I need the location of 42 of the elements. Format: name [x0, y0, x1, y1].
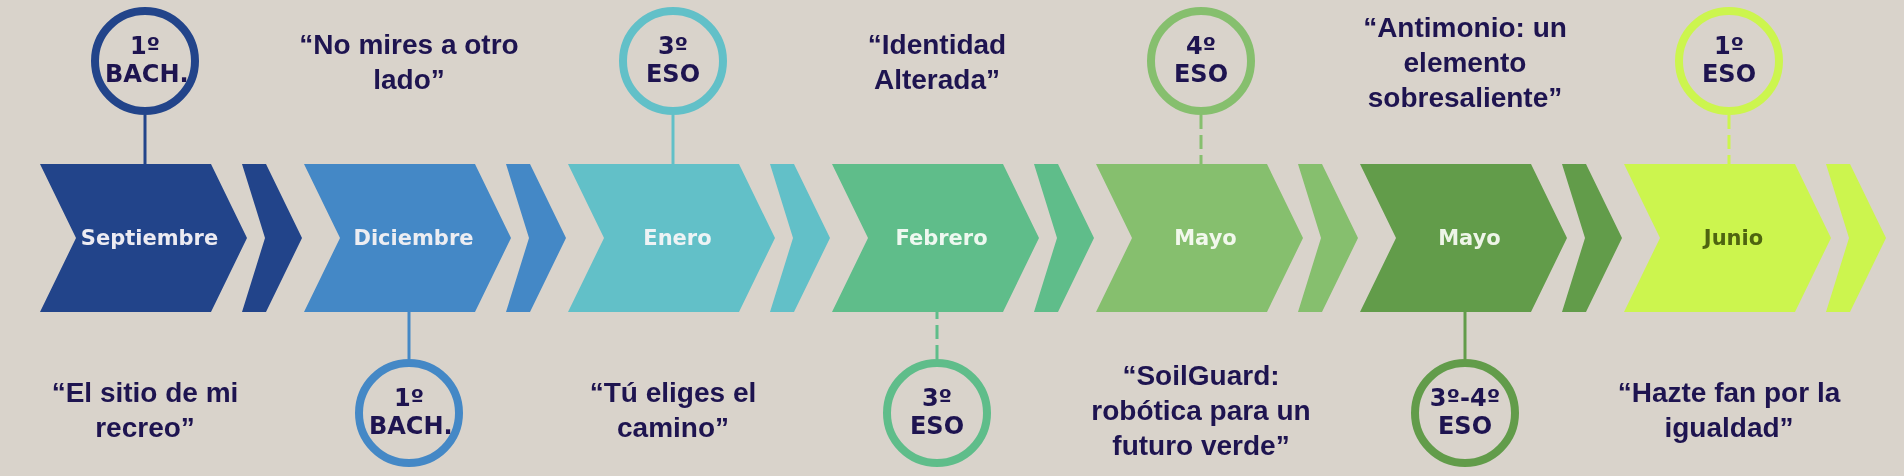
- project-title: “No mires a otro lado”: [298, 28, 520, 97]
- project-title: “Antimonio: un elemento sobresaliente”: [1362, 11, 1568, 115]
- project-title: “SoilGuard: robótica para un futuro verde”: [1090, 359, 1312, 463]
- month-label: Mayo: [1173, 226, 1237, 250]
- chevron-arrow: [1034, 164, 1094, 312]
- month-label: Diciembre: [352, 226, 474, 250]
- grade-label: 3º ESO: [644, 33, 702, 89]
- chevron-arrow: [1562, 164, 1622, 312]
- chevron-arrow: [506, 164, 566, 312]
- month-label: Junio: [1701, 226, 1764, 250]
- grade-label: 1º ESO: [1700, 33, 1758, 89]
- grade-circle: [1411, 359, 1519, 467]
- grade-circle: [91, 7, 199, 115]
- chevron-arrow: [1298, 164, 1358, 312]
- grade-label: 3º ESO: [908, 385, 966, 441]
- chevron-arrow: [1826, 164, 1886, 312]
- connector-line: [407, 312, 411, 359]
- grade-circle: [1147, 7, 1255, 115]
- project-title: “Tú eliges el camino”: [588, 376, 758, 445]
- grade-label: 1º BACH.: [369, 385, 449, 441]
- grade-circle: [883, 359, 991, 467]
- connector-line: [1199, 115, 1203, 164]
- grade-circle: [619, 7, 727, 115]
- grade-label: 1º BACH.: [105, 33, 185, 89]
- grade-circle: [1675, 7, 1783, 115]
- month-label: Febrero: [894, 226, 988, 250]
- connector-line: [1463, 312, 1467, 359]
- connector-line: [143, 115, 147, 164]
- chevron-arrow: [242, 164, 302, 312]
- grade-circle: [355, 359, 463, 467]
- month-label: Septiembre: [79, 226, 219, 250]
- grade-label: 3º-4º ESO: [1428, 385, 1502, 441]
- chevron-arrow: [770, 164, 830, 312]
- month-label: Mayo: [1437, 226, 1501, 250]
- project-title: “El sitio de mi recreo”: [50, 376, 240, 445]
- project-title: “Identidad Alterada”: [866, 28, 1008, 97]
- connector-line: [671, 115, 675, 164]
- project-title: “Hazte fan por la igualdad”: [1616, 376, 1842, 445]
- connector-line: [1727, 115, 1731, 164]
- connector-line: [935, 312, 939, 359]
- month-label: Enero: [642, 226, 712, 250]
- grade-label: 4º ESO: [1172, 33, 1230, 89]
